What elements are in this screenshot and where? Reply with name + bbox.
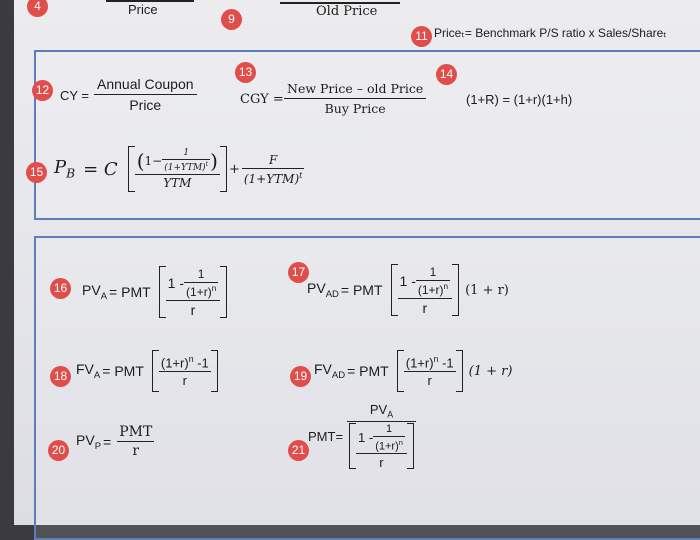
formula-section-1 [34, 50, 700, 220]
pmt-fraction: PVA 1 - 1 (1+r)n r [347, 402, 416, 470]
capital-gains-yield-fraction: New Price – old Price Buy Price [284, 81, 427, 116]
pb-inner-fraction: 1 (1+YTM)t [162, 148, 211, 173]
fvad-fraction: (1+r)n -1 r [403, 353, 456, 389]
cgy-lhs: CGY = [240, 92, 284, 107]
formula-number-badge: 17 [288, 262, 309, 283]
formula-number-badge: 12 [32, 80, 53, 101]
cgy-numerator: New Price – old Price [287, 81, 424, 96]
left-bracket [127, 146, 135, 192]
left-bracket [390, 264, 398, 316]
right-bracket [406, 423, 414, 470]
cy-lhs: CY = [60, 88, 90, 103]
formula-number-badge: 14 [436, 64, 457, 85]
left-bracket [151, 350, 159, 392]
formula-number-badge: 16 [50, 278, 71, 299]
bond-price-formula: PB = C ( 1− 1 (1+YTM)t ) YTM + F (1+YTM)… [54, 146, 305, 192]
old-price-label: Old Price [316, 4, 378, 19]
formula-number-badge: 11 [411, 26, 432, 47]
left-bracket [158, 266, 166, 318]
fva-fraction: (1+r)n -1 r [158, 353, 211, 389]
left-bracket [396, 350, 404, 392]
pb-equals-c: = C [83, 158, 118, 180]
formula-number-badge: 21 [288, 440, 309, 461]
cy-numerator: Annual Coupon [97, 76, 194, 92]
price-label: Price [128, 2, 158, 17]
right-bracket [210, 350, 218, 392]
price-t-formula: Priceₜ= Benchmark P/S ratio x Sales/Shar… [434, 26, 667, 40]
formula-number-badge: 19 [290, 366, 311, 387]
fraction-line [106, 0, 194, 2]
fva-formula: FVA = PMT (1+r)n -1 r [76, 350, 218, 392]
pvp-fraction: PMT r [117, 424, 155, 459]
cgy-denominator: Buy Price [284, 98, 427, 116]
right-bracket [455, 350, 463, 392]
right-bracket [452, 264, 460, 316]
formula-number-badge: 18 [50, 366, 71, 387]
pb-face-value-fraction: F (1+YTM)t [241, 152, 305, 186]
formula-number-badge: 9 [221, 9, 242, 30]
fisher-equation: (1+R) = (1+r)(1+h) [466, 92, 573, 107]
formula-number-badge: 15 [26, 162, 47, 183]
fvad-formula: FVAD = PMT (1+r)n -1 r (1 + r) [314, 350, 512, 392]
pva-formula: PVA = PMT 1 - 1 (1+r)n r [82, 266, 228, 318]
pmt-formula: PMT= PVA 1 - 1 (1+r)n r [308, 402, 416, 470]
left-bracket [349, 423, 357, 470]
pb-lhs: PB [54, 157, 76, 181]
pvad-fraction: 1 - 1 (1+r)n r [397, 265, 453, 316]
formula-number-badge: 13 [235, 62, 256, 83]
pvad-formula: PVAD = PMT 1 - 1 (1+r)n r (1 + r) [307, 264, 509, 316]
right-bracket [220, 266, 228, 318]
pvp-formula: PVP = PMT r [76, 424, 155, 459]
right-bracket [219, 146, 227, 192]
current-yield-fraction: Annual Coupon Price [94, 76, 197, 113]
fraction-line [280, 2, 400, 4]
formula-number-badge: 4 [27, 0, 48, 17]
formula-number-badge: 20 [48, 440, 69, 461]
pva-fraction: 1 - 1 (1+r)n r [165, 267, 221, 318]
pb-annuity-fraction: ( 1− 1 (1+YTM)t ) YTM [134, 148, 220, 190]
cy-denominator: Price [94, 94, 197, 113]
pb-plus: + [228, 161, 240, 177]
formula-section-2 [34, 236, 700, 540]
worksheet-page: 4 Price 9 Old Price 11 Priceₜ= Benchmark… [14, 0, 700, 540]
